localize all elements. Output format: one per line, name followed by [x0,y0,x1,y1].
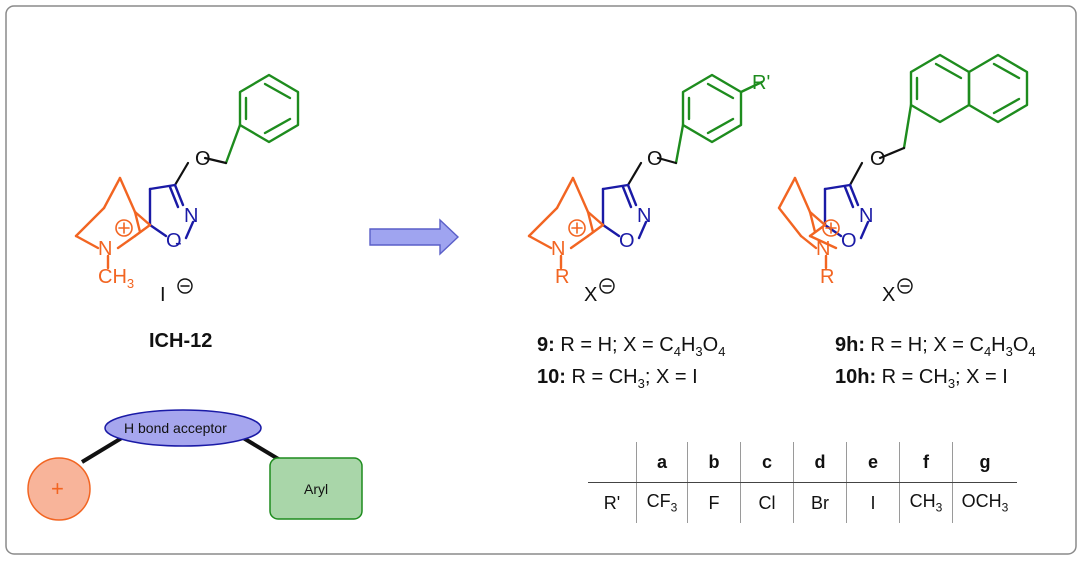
phenyl-ring [224,73,300,165]
quinuclidine-cage [74,176,152,270]
atom-o-ether: O [195,148,211,170]
ether-bonds [173,156,228,187]
col-header-b: b [687,442,741,483]
counterion-x: X [882,284,896,306]
cell-e: I [846,482,900,523]
atom-n-isoxazoline: N [184,205,199,227]
frame-border [5,5,1077,555]
legend-line-9h: 9h: R = H; X = C4H3O4 [835,334,1036,359]
aryl-label: Aryl [304,481,329,497]
quinuclidine-cage [777,176,838,270]
atom-n-quaternary: N [816,238,831,260]
table-row: R' CF3 F Cl Br I CH3 OCH3 [588,482,1017,523]
atom-n-isoxazoline: N [859,205,874,227]
atom-o-ether: O [647,148,663,170]
table-header-row: a b c d e f g [588,442,1017,483]
counterion-x: X [584,284,598,306]
r-group: R [555,266,570,288]
phenyl-ring [674,73,764,165]
isoxazoline-ring [148,183,195,240]
quinuclidine-cage [527,176,605,270]
transform-arrow [369,218,460,256]
col-header-d: d [793,442,847,483]
acceptor-ellipse [104,409,262,447]
col-header-a: a [636,442,688,483]
molecule-ich12 [74,73,300,294]
r-group: R [820,266,835,288]
cell-g: OCH3 [952,482,1017,523]
atom-o-ether: O [870,148,886,170]
table-corner [588,442,637,483]
compound-title-ich12: ICH-12 [149,330,213,352]
substituent-r-prime: R' [752,72,771,94]
atom-n-quaternary: N [98,238,113,260]
col-header-f: f [899,442,953,483]
isoxazoline-dash: - [175,232,182,254]
legend-line-9: 9: R = H; X = C4H3O4 [537,334,726,359]
atom-o-isoxazoline: O [619,230,635,252]
cell-f: CH3 [899,482,953,523]
cation-label: + [51,476,64,501]
atom-n-quaternary: N [551,238,566,260]
atom-o-isoxazoline: O [166,230,182,252]
aryl-box [269,457,363,520]
row-header-r-prime: R' [603,492,621,513]
molecule-9-10 [527,73,764,294]
legend-line-10h: 10h: R = CH3; X = I [835,366,1008,391]
col-header-e: e [846,442,900,483]
col-header-g: g [952,442,1017,483]
molecule-9h-10h [777,53,1029,294]
cell-d: Br [793,482,847,523]
methyl-group: CH3 [98,266,135,291]
cation-circle [27,457,91,521]
counterion-iodide: I [160,284,166,306]
atom-n-isoxazoline: N [637,205,652,227]
isoxazoline-ring [823,183,870,240]
atom-o-isoxazoline: O [841,230,857,252]
acceptor-label: H bond acceptor [124,420,227,436]
legend-line-10: 10: R = CH3; X = I [537,366,698,391]
cell-a: CF3 [636,482,688,523]
isoxazoline-ring [601,183,648,240]
ether-bonds [848,146,906,187]
cell-b: F [687,482,741,523]
cell-c: Cl [740,482,794,523]
col-header-c: c [740,442,794,483]
ether-bonds [626,156,678,187]
naphthyl-ring [902,53,1029,150]
substituent-table: a b c d e f g R' CF3 F Cl Br I CH3 OCH3 [588,442,1017,523]
pharmacophore-model [27,409,363,521]
